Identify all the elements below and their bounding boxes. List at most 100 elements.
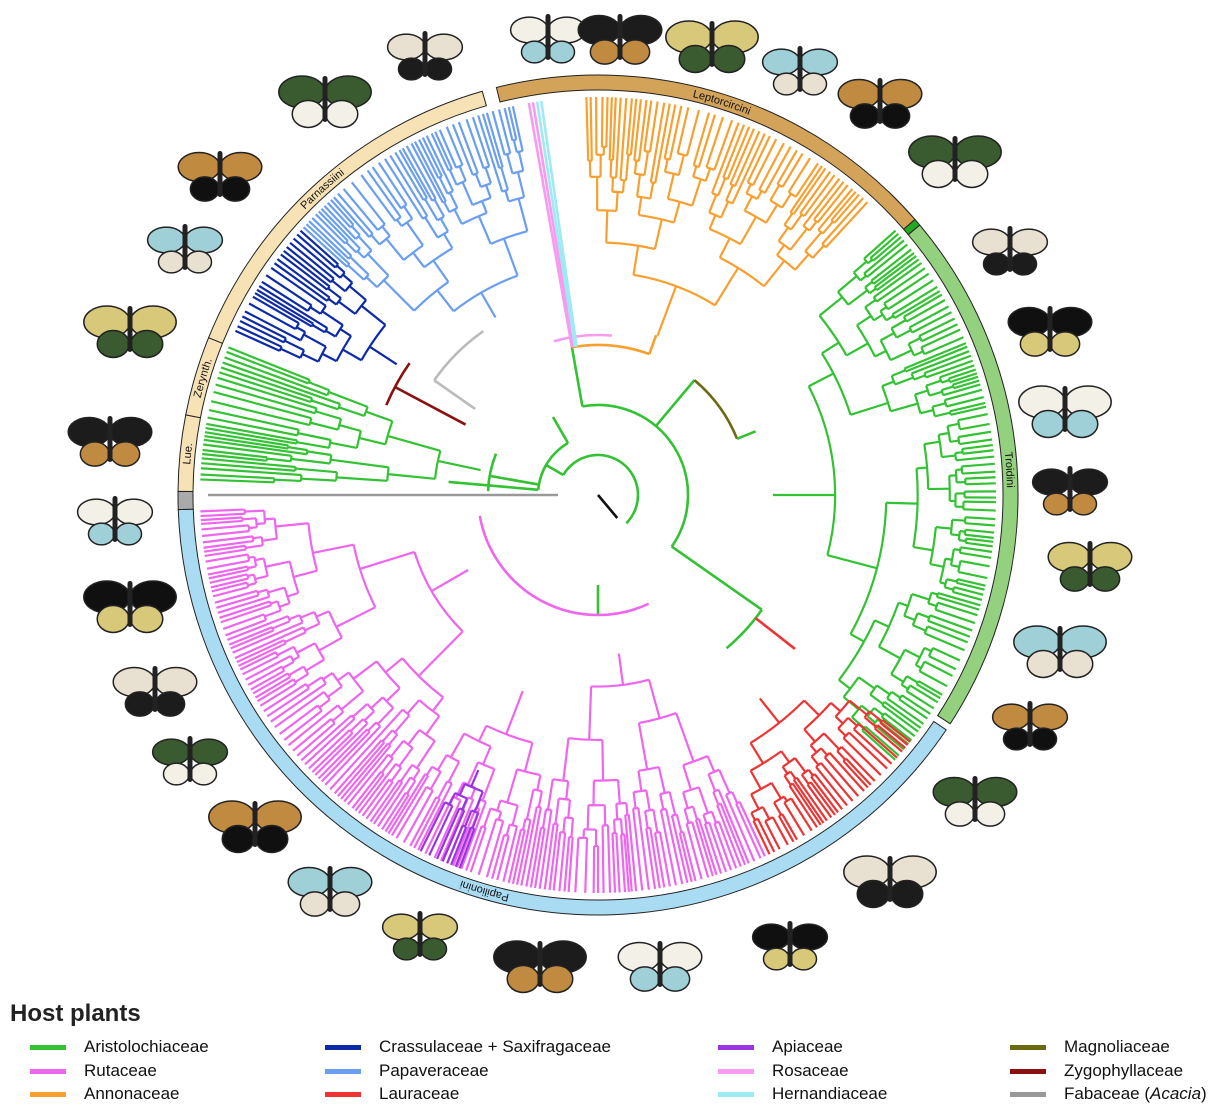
tree-branch — [879, 647, 900, 659]
tree-branch — [368, 254, 389, 276]
tree-branch — [683, 792, 688, 808]
tree-branch — [572, 345, 649, 354]
tree-branch — [586, 97, 588, 161]
tree-branch — [966, 539, 993, 542]
tree-branch — [634, 790, 647, 792]
tree-branch — [519, 199, 528, 232]
tree-branch — [618, 780, 620, 804]
tree-branch — [336, 477, 387, 480]
tree-branch — [936, 527, 952, 528]
tree-branch — [859, 677, 875, 688]
tree-branch — [553, 779, 568, 781]
tree-branch — [851, 634, 865, 641]
tree-branch — [507, 154, 512, 173]
tree-branch — [659, 767, 665, 793]
tree-branch — [951, 565, 959, 567]
tree-branch — [899, 695, 902, 699]
tree-branch — [319, 638, 342, 651]
tree-branch — [353, 661, 376, 679]
tree-branch — [658, 286, 677, 336]
tree-branch — [365, 711, 374, 720]
tree-branch — [616, 98, 621, 178]
tree-branch — [472, 810, 479, 813]
tree-branch — [960, 424, 990, 429]
tree-branch — [385, 421, 392, 444]
tree-branch — [639, 197, 642, 215]
tree-branch — [389, 735, 397, 745]
tree-branch — [960, 561, 989, 566]
tree-branch — [339, 407, 365, 416]
butterfly-photo-icon — [933, 776, 1017, 826]
tree-branch — [303, 627, 305, 632]
tree-branch — [476, 174, 481, 187]
tree-branch — [926, 381, 941, 386]
tree-branch — [965, 477, 995, 478]
tree-branch — [623, 180, 624, 192]
tree-branch — [740, 217, 756, 244]
tree-branch — [507, 769, 517, 802]
tree-branch — [838, 728, 846, 735]
tree-branch — [820, 316, 847, 356]
tree-branch — [638, 767, 658, 771]
tree-branch — [553, 417, 568, 443]
tree-branch — [450, 793, 455, 804]
tree-branch — [670, 106, 682, 160]
tree-branch — [339, 425, 361, 431]
tree-branch — [349, 672, 363, 691]
tree-branch — [444, 202, 449, 212]
tree-branch — [201, 475, 275, 479]
tree-branch — [710, 229, 741, 244]
tree-branch — [935, 413, 950, 417]
tree-branch — [732, 792, 737, 803]
tree-branch — [958, 437, 959, 444]
tree-branch — [699, 787, 708, 813]
tree-branch — [781, 751, 789, 762]
tree-branch — [352, 226, 360, 235]
tree-branch — [310, 307, 320, 314]
tree-branch — [304, 335, 326, 347]
tree-branch — [950, 441, 959, 442]
tree-branch — [939, 433, 949, 435]
tree-branch — [904, 616, 915, 620]
tree-branch — [413, 770, 419, 780]
tree-branch — [486, 168, 491, 184]
tree-branch — [338, 419, 341, 430]
tree-branch — [925, 626, 928, 633]
tree-branch — [693, 166, 696, 177]
tree-branch — [368, 722, 376, 730]
tree-branch — [454, 276, 518, 312]
tree-branch — [210, 574, 248, 582]
tree-branch — [947, 424, 958, 426]
tree-branch — [371, 235, 379, 244]
tree-branch — [464, 734, 490, 747]
tree-branch — [486, 185, 491, 198]
tree-branch — [431, 772, 441, 790]
tree-branch — [606, 243, 655, 249]
tree-branch — [638, 771, 641, 791]
tree-branch — [332, 281, 345, 292]
tree-branch — [881, 340, 891, 360]
tree-branch — [359, 438, 385, 444]
tree-branch — [563, 817, 565, 832]
tree-branch — [703, 815, 706, 824]
clade-label: Lue. — [181, 442, 195, 465]
tree-branch — [480, 800, 486, 802]
butterfly-photo-icon — [618, 941, 702, 991]
tree-branch — [924, 648, 931, 651]
tree-branch — [391, 768, 401, 781]
tree-branch — [313, 545, 354, 553]
tree-branch — [242, 518, 256, 519]
tree-branch — [529, 103, 572, 347]
tree-branch — [774, 803, 781, 815]
butterfly-photo-icon — [279, 76, 371, 127]
tree-branch — [844, 677, 859, 697]
tree-branch — [294, 571, 317, 577]
tree-branch — [945, 579, 947, 587]
tree-branch — [504, 239, 518, 276]
tree-branch — [726, 792, 732, 795]
tree-branch — [757, 191, 761, 199]
tree-branch — [712, 193, 718, 195]
tree-branch — [361, 306, 385, 325]
tree-branch — [737, 431, 756, 438]
tree-branch — [301, 479, 336, 481]
